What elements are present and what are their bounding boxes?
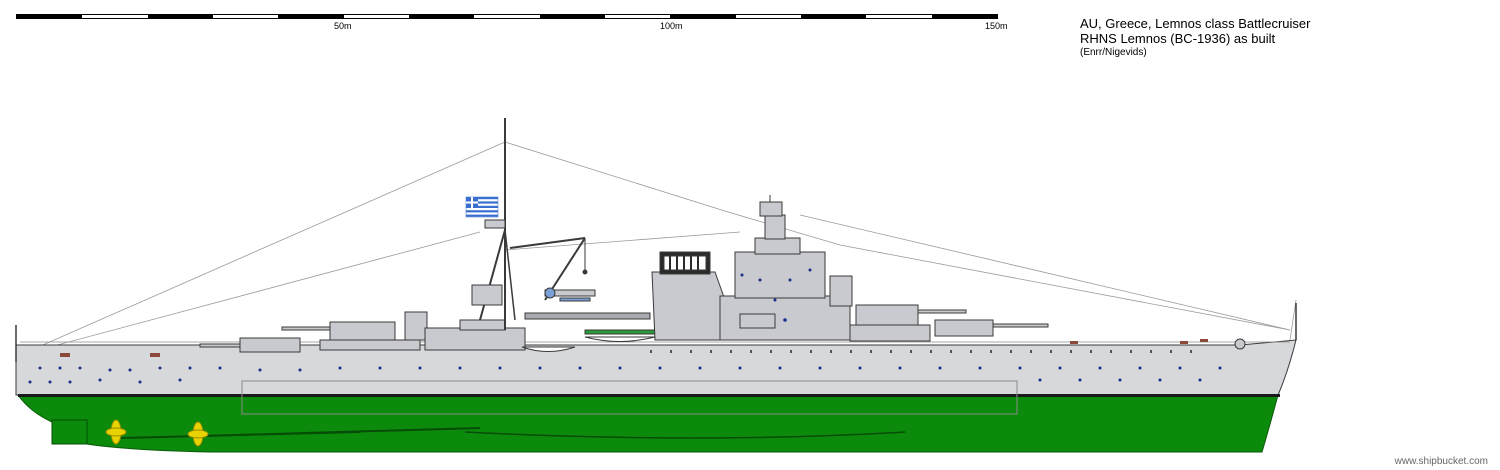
secondary-turret bbox=[829, 275, 853, 307]
scale-bar bbox=[16, 14, 998, 19]
deck-scuttle-row bbox=[650, 350, 1192, 353]
catapult bbox=[524, 312, 651, 320]
scale-segment bbox=[800, 15, 867, 18]
porthole-row-upper bbox=[38, 366, 1222, 372]
anchor bbox=[1234, 338, 1246, 350]
boot-topping bbox=[18, 394, 1280, 397]
propeller-forward bbox=[187, 421, 209, 447]
propeller-aft bbox=[105, 419, 127, 445]
porthole-row-lower bbox=[28, 378, 1202, 384]
scale-segment bbox=[539, 15, 605, 18]
scale-segment bbox=[474, 15, 540, 18]
scale-segment bbox=[408, 15, 475, 18]
author-credit: (Enrr/Nigevids) bbox=[1080, 47, 1147, 58]
ship-name-title: RHNS Lemnos (BC-1936) as built bbox=[1080, 31, 1276, 46]
main-mast bbox=[471, 118, 516, 330]
watermark: www.shipbucket.com bbox=[1394, 456, 1488, 467]
scale-segment bbox=[212, 15, 279, 18]
deck-fittings bbox=[60, 339, 1208, 357]
rigging bbox=[19, 141, 1297, 356]
propeller-shaft bbox=[199, 427, 481, 437]
scale-segment bbox=[866, 15, 932, 18]
armor-belt bbox=[241, 380, 1018, 415]
forward-turret-b bbox=[849, 304, 967, 342]
scale-segment bbox=[604, 15, 671, 18]
scale-segment bbox=[278, 15, 344, 18]
aft-superstructure bbox=[404, 311, 526, 351]
scale-segment bbox=[735, 15, 801, 18]
scale-segment bbox=[931, 15, 997, 18]
scale-label-150m: 150m bbox=[985, 21, 1008, 31]
scale-segment bbox=[17, 15, 83, 18]
scale-segment bbox=[147, 15, 213, 18]
scale-label-100m: 100m bbox=[660, 21, 683, 31]
aft-turret-x bbox=[199, 337, 301, 353]
scale-segment bbox=[670, 15, 736, 18]
lower-hull bbox=[17, 394, 1279, 453]
scale-label-50m: 50m bbox=[334, 21, 352, 31]
seaplane bbox=[544, 287, 596, 302]
secondary-turret bbox=[739, 313, 776, 329]
funnel bbox=[651, 251, 736, 341]
title-block: AU, Greece, Lemnos class Battlecruiser R… bbox=[1080, 16, 1310, 60]
upper-hull bbox=[15, 339, 1297, 396]
greek-flag bbox=[465, 196, 499, 218]
scale-segment bbox=[82, 15, 148, 18]
scale-segment bbox=[343, 15, 409, 18]
rudder bbox=[51, 419, 88, 445]
keel-line bbox=[464, 431, 906, 439]
ship-class-title: AU, Greece, Lemnos class Battlecruiser bbox=[1080, 16, 1311, 31]
aft-turret-y bbox=[281, 321, 421, 351]
forward-turret-a bbox=[934, 319, 1049, 337]
